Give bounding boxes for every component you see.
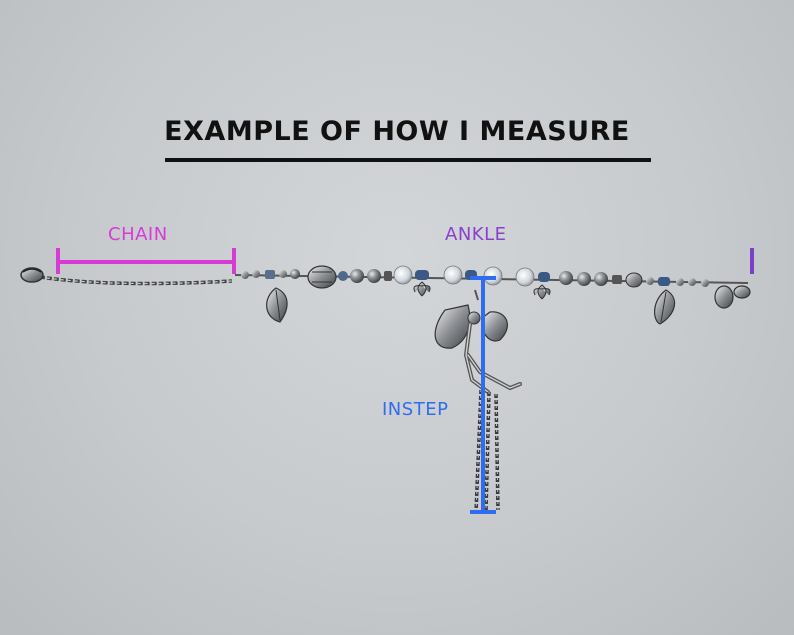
lobster-clasp-icon	[714, 285, 751, 309]
ankle-label: ANKLE	[445, 224, 507, 245]
beaded-strand	[234, 265, 749, 289]
leaf-charm-icon	[266, 287, 676, 325]
instep-measure-bar	[470, 276, 496, 514]
chain-label: CHAIN	[108, 224, 168, 245]
page-title: EXAMPLE OF HOW I MEASURE	[164, 116, 630, 147]
lobster-clasp-icon	[20, 267, 44, 283]
extender-chain	[39, 275, 233, 286]
instep-label: INSTEP	[382, 399, 449, 420]
fairy-charm-icon	[434, 289, 522, 394]
title-underline	[165, 158, 651, 162]
dangle-chains	[474, 389, 500, 513]
lotus-charm-icon	[413, 281, 551, 300]
ankle-measure-bar	[234, 248, 754, 274]
chain-measure-bar	[56, 248, 236, 274]
